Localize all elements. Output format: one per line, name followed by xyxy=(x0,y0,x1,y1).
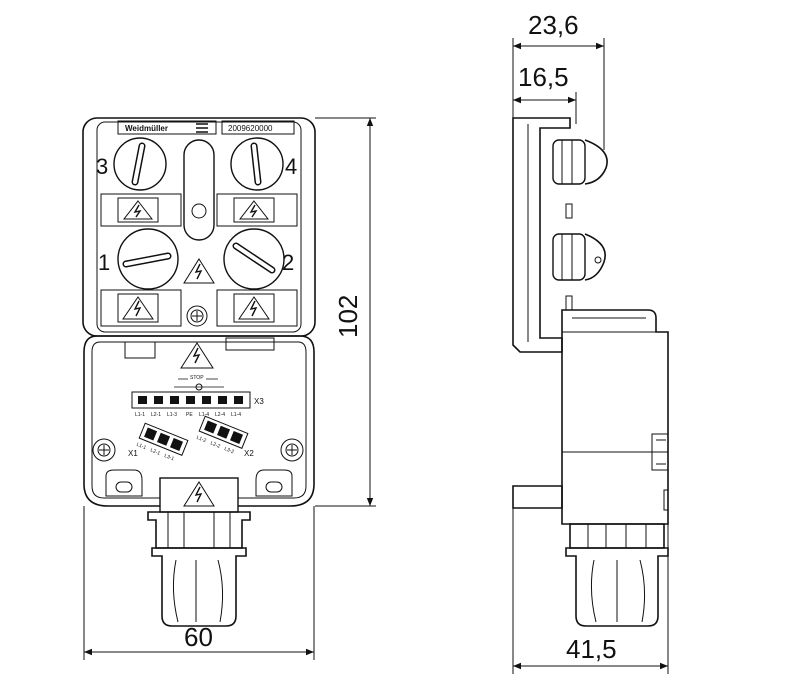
terminal-x2-pin-label-1: L1-2 xyxy=(195,435,207,444)
center-slot xyxy=(183,139,215,241)
terminal-x3-pin-label-4: PE xyxy=(186,412,193,418)
terminal-x3-label: X3 xyxy=(254,397,264,406)
front-lower-inner xyxy=(91,341,307,499)
cover-tab-left xyxy=(124,341,156,359)
terminal-block-x3: X3 L1-1 L2-1 L1-3 PE L1-4 L2-4 L1-4 xyxy=(131,391,264,418)
port-number-1: 1 xyxy=(98,250,110,275)
side-cable-gland xyxy=(565,523,669,627)
terminal-x1-pin-1 xyxy=(144,427,158,441)
warning-plate-left-1 xyxy=(100,193,182,227)
dimension-depth-16-5: 16,5 xyxy=(513,62,577,124)
terminal-x3-pin-label-5: L1-4 xyxy=(199,412,209,418)
mounting-hole-right xyxy=(255,469,293,497)
port-2: 2 xyxy=(223,228,294,290)
terminal-x1-pin-2 xyxy=(157,432,171,446)
part-number-plate: 2009620000 xyxy=(221,120,295,135)
gland-body xyxy=(151,547,247,627)
terminal-x3-pin-label-3: L1-3 xyxy=(167,412,177,418)
dimension-height-label: 102 xyxy=(333,295,363,338)
stop-indicator: STOP xyxy=(174,375,224,391)
dimension-side-width-label: 41,5 xyxy=(566,634,617,664)
terminal-x1-pin-3 xyxy=(170,438,184,452)
terminal-x2-pin-label-3: L3-2 xyxy=(223,446,235,455)
terminal-x2-pin-3 xyxy=(230,431,244,445)
terminal-x3-pin-1 xyxy=(138,396,147,404)
warning-plate-left-2 xyxy=(100,289,182,327)
terminal-block-x1: L1-1 L2-1 L3-1 xyxy=(135,422,189,462)
port-3: 3 xyxy=(96,137,167,191)
terminal-x1-pin-label-2: L2-1 xyxy=(149,447,161,456)
terminal-x1-pin-label-3: L3-1 xyxy=(163,453,175,462)
side-mounting-plate xyxy=(512,117,571,353)
terminal-block-x1-body xyxy=(138,422,189,456)
dimension-side-width-41-5: 41,5 xyxy=(512,508,669,674)
dimension-width-label: 60 xyxy=(184,622,213,652)
terminal-x3-pin-label-7: L1-4 xyxy=(231,412,241,418)
mounting-hole-left xyxy=(105,469,143,497)
front-view: Weidmüller 2009620000 3 4 1 xyxy=(82,117,316,627)
center-screw xyxy=(186,305,208,327)
terminal-x2-pin-2 xyxy=(217,425,231,439)
terminal-block-x3-body xyxy=(131,391,251,409)
port-number-2: 2 xyxy=(282,250,294,275)
terminal-x3-pin-4 xyxy=(186,396,195,404)
dimension-depth-inner-label: 16,5 xyxy=(518,62,569,92)
dimension-depth-total-label: 23,6 xyxy=(528,10,579,40)
terminal-x3-pin-label-2: L2-1 xyxy=(151,412,161,418)
terminal-x3-pin-label-1: L1-1 xyxy=(135,412,145,418)
terminal-x3-pin-2 xyxy=(154,396,163,404)
gland-nut xyxy=(147,511,251,549)
terminal-x3-pin-3 xyxy=(170,396,179,404)
stop-label: STOP xyxy=(190,375,204,381)
side-view xyxy=(512,117,669,627)
front-lower-housing xyxy=(83,335,315,507)
terminal-x1-label: X1 xyxy=(128,449,138,458)
port-number-4: 4 xyxy=(285,154,297,179)
ground-screw-left xyxy=(92,438,116,462)
side-clip-2 xyxy=(565,295,573,311)
cable-gland xyxy=(147,477,251,627)
warning-plate-right-2 xyxy=(216,289,298,327)
port-4: 4 xyxy=(230,137,297,191)
dimension-depth-23-6: 23,6 xyxy=(512,10,605,150)
warning-plate-right-1 xyxy=(216,193,298,227)
center-led xyxy=(191,203,207,219)
terminal-block-x2: L1-2 L2-2 L3-2 xyxy=(195,415,249,455)
terminal-x3-pin-7 xyxy=(234,396,243,404)
side-connector-bottom xyxy=(552,233,606,281)
side-base xyxy=(512,485,563,509)
terminal-block-x2-body xyxy=(198,415,249,449)
terminal-x1-pin-label-1: L1-1 xyxy=(135,442,147,451)
brand-label: Weidmüller xyxy=(125,124,168,133)
port-number-3: 3 xyxy=(96,154,108,179)
dimension-width-60: 60 xyxy=(83,506,315,660)
terminal-x3-pin-label-6: L2-4 xyxy=(215,412,225,418)
warning-symbol-center xyxy=(183,258,215,284)
terminal-x3-pin-5 xyxy=(202,396,211,404)
side-latch xyxy=(651,433,669,471)
terminal-x3-pin-6 xyxy=(218,396,227,404)
side-clip-1 xyxy=(565,203,573,219)
port-1: 1 xyxy=(98,228,179,290)
terminal-x2-pin-label-2: L2-2 xyxy=(209,440,221,449)
side-main-body xyxy=(561,309,669,525)
dimension-height-102: 102 xyxy=(315,117,376,507)
front-upper-inner-frame xyxy=(96,121,302,333)
side-notch xyxy=(663,489,669,511)
terminal-x2-label: X2 xyxy=(244,449,254,458)
terminal-x2-pin-1 xyxy=(204,420,218,434)
side-connector-top xyxy=(552,139,608,185)
ground-screw-right xyxy=(280,438,304,462)
brand-plate: Weidmüller xyxy=(117,120,217,135)
cover-tab-right xyxy=(225,337,275,351)
warning-symbol-lower xyxy=(180,342,214,369)
part-number: 2009620000 xyxy=(228,124,273,133)
